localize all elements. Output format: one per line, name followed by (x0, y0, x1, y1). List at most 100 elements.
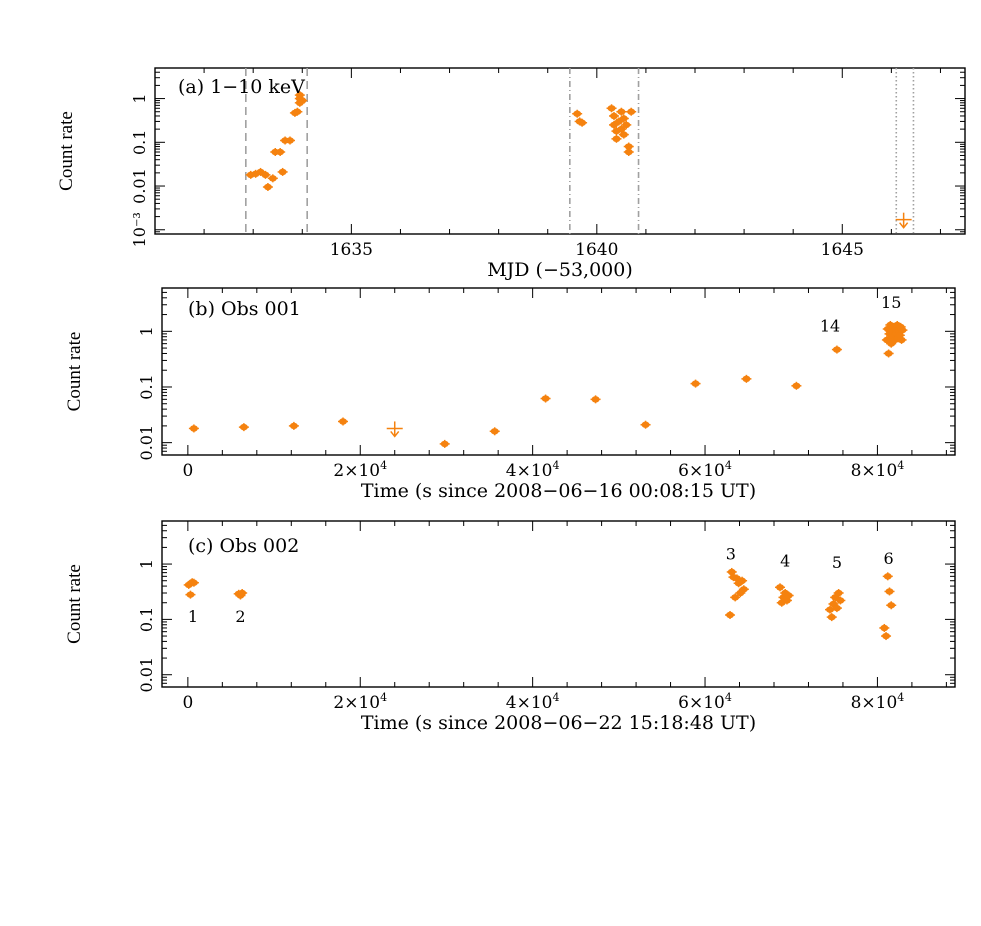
point-marker (641, 421, 650, 428)
x-tick-label: 1635 (330, 240, 373, 260)
data-point (831, 604, 842, 613)
data-point (267, 174, 278, 183)
point-marker (742, 375, 751, 383)
point-marker (624, 148, 633, 156)
y-tick-label: 10⁻³ (130, 212, 149, 247)
plot-frame (161, 287, 956, 456)
point-marker (624, 143, 633, 150)
data-point (879, 623, 890, 632)
point-marker (880, 624, 889, 632)
data-point (881, 632, 892, 641)
point-marker (238, 589, 247, 597)
x-tick-label: 8×104 (851, 459, 905, 481)
data-point (626, 107, 637, 116)
data-point (275, 148, 286, 157)
point-marker (627, 108, 636, 115)
data-point (185, 590, 196, 599)
y-axis-label: Count rate (56, 111, 77, 191)
x-tick-label: 1640 (575, 240, 618, 260)
data-point (292, 107, 303, 116)
data-point (884, 587, 895, 596)
data-point (237, 588, 248, 597)
point-marker (541, 395, 550, 402)
data-point (730, 593, 741, 602)
x-tick-label: 6×104 (678, 691, 732, 713)
upper-limit-arrow (390, 430, 400, 438)
x-tick-label: 4×104 (506, 691, 560, 713)
point-annotation: 15 (881, 293, 901, 312)
point-marker (293, 108, 302, 115)
data-point (621, 120, 632, 129)
data-point (833, 588, 844, 597)
data-point (690, 379, 701, 388)
y-tick-label: 0.01 (130, 168, 149, 204)
point-marker (278, 168, 287, 176)
point-marker (776, 584, 785, 591)
plot-frame (161, 520, 956, 688)
point-marker (289, 422, 298, 430)
point-marker (617, 108, 626, 115)
data-point (826, 613, 837, 622)
data-point (577, 118, 588, 127)
data-point (489, 427, 500, 436)
data-point (882, 572, 893, 581)
data-point (297, 96, 308, 105)
point-marker (691, 380, 700, 387)
data-point (831, 345, 842, 354)
point-marker (490, 428, 499, 435)
point-marker (440, 440, 449, 448)
point-marker (578, 119, 587, 126)
data-point (775, 583, 786, 592)
data-point (611, 134, 622, 143)
data-point (623, 148, 634, 157)
plot-frame (154, 67, 966, 235)
y-tick-label: 1 (137, 326, 156, 336)
point-marker (784, 592, 793, 599)
point-marker (286, 137, 294, 144)
data-point (288, 421, 299, 430)
data-point (238, 423, 249, 432)
x-tick-label: 8×104 (851, 691, 905, 713)
point-marker (607, 105, 616, 112)
point-marker (884, 350, 893, 357)
y-tick-label: 0.1 (137, 607, 156, 632)
data-point (277, 167, 288, 176)
data-point (737, 576, 748, 585)
point-marker (619, 131, 628, 138)
point-marker (834, 589, 843, 597)
x-tick-label: 2×104 (333, 459, 387, 481)
point-marker (792, 382, 801, 390)
point-marker (882, 632, 891, 640)
point-marker (610, 112, 618, 120)
point-marker (239, 423, 248, 431)
upper-limit-arrow (899, 222, 909, 229)
y-tick-label: 0.1 (130, 130, 149, 155)
point-marker (883, 573, 892, 580)
point-marker (573, 110, 582, 117)
data-point (188, 578, 199, 587)
point-marker (726, 611, 735, 619)
point-marker (827, 613, 836, 621)
upper-limit (386, 421, 403, 438)
point-annotation: 1 (188, 607, 198, 626)
y-tick-label: 1 (130, 93, 149, 103)
point-marker (261, 171, 270, 179)
data-point (897, 326, 908, 335)
point-marker (189, 425, 198, 432)
data-point (262, 183, 273, 192)
point-marker (885, 588, 894, 595)
point-marker (897, 336, 906, 344)
data-point (741, 374, 752, 383)
data-point (835, 596, 846, 605)
point-marker (738, 577, 747, 584)
panel-title: (b) Obs 001 (188, 298, 301, 320)
x-axis-label: MJD (−53,000) (487, 259, 633, 281)
data-point (881, 335, 892, 344)
data-point (640, 420, 651, 429)
x-tick-label: 1645 (821, 240, 864, 260)
data-point (896, 335, 907, 344)
data-point (606, 104, 617, 113)
point-annotation: 5 (832, 553, 842, 572)
data-point (590, 395, 601, 404)
panel-c (161, 520, 956, 688)
